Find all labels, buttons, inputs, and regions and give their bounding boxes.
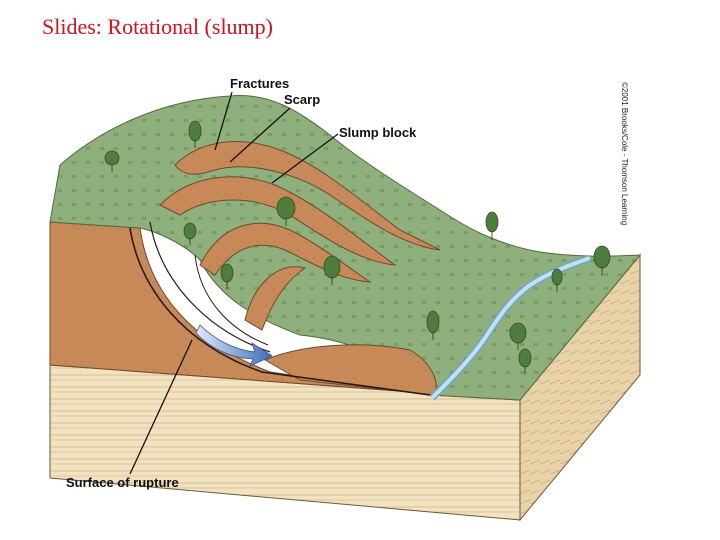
label-fractures: Fractures (230, 76, 289, 91)
copyright-notice: ©2001 Brooks/Cole - Thomson Learning (620, 82, 629, 225)
label-surface-of-rupture: Surface of rupture (66, 475, 179, 490)
label-slump-block: Slump block (339, 125, 417, 140)
label-scarp: Scarp (284, 92, 320, 107)
